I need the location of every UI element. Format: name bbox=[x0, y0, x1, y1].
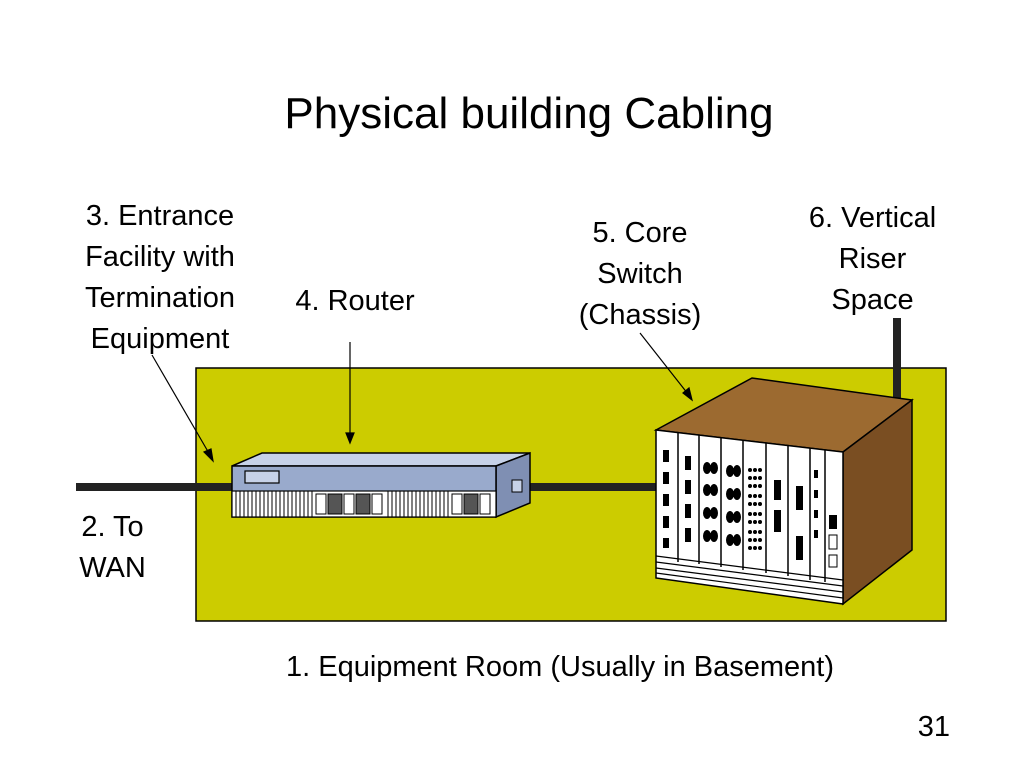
router-arrowhead bbox=[345, 432, 355, 445]
router-label: 4. Router bbox=[295, 285, 415, 317]
entrance-leader-line bbox=[151, 354, 211, 456]
router-icon bbox=[231, 451, 531, 519]
wan-label: 2. To WAN bbox=[79, 511, 146, 584]
entrance-arrowhead bbox=[202, 448, 214, 463]
slide-title: Physical building Cabling bbox=[284, 89, 774, 138]
equipment-room-label: 1. Equipment Room (Usually in Basement) bbox=[285, 651, 834, 683]
core-leader-line bbox=[639, 332, 689, 395]
core-arrowhead bbox=[682, 386, 694, 402]
entrance-facility-label: 3. Entrance Facility with Termination Eq… bbox=[85, 200, 235, 355]
page-number: 31 bbox=[917, 711, 950, 743]
chassis-switch-icon bbox=[653, 377, 914, 606]
vertical-riser-label: 6. Vertical Riser Space bbox=[808, 202, 937, 316]
core-switch-label: 5. Core Switch (Chassis) bbox=[578, 217, 702, 331]
